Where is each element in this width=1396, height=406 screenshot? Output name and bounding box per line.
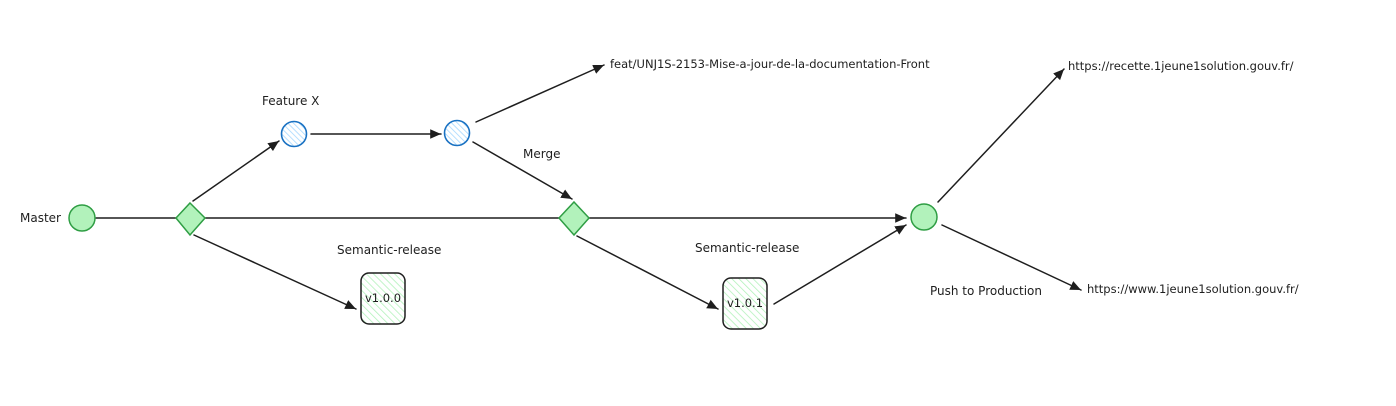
label-merge: Merge xyxy=(523,147,560,161)
master-node xyxy=(68,204,96,232)
feature-commit-node-2 xyxy=(443,119,471,147)
label-feat-branch: feat/UNJ1S-2153-Mise-a-jour-de-la-docume… xyxy=(610,57,930,71)
edge-diamond1-to-feature-node xyxy=(192,140,280,202)
label-feature: Feature X xyxy=(262,94,319,108)
tag-v101-label: v1.0.1 xyxy=(727,296,763,310)
edge-release-node-to-prod xyxy=(941,224,1082,291)
tag-v100-label: v1.0.0 xyxy=(365,291,401,305)
edge-release-node-to-recette xyxy=(937,68,1065,203)
edge-feature-node2-to-feat-branch xyxy=(475,64,605,123)
branch-diamond-1 xyxy=(175,201,207,237)
edge-diamond1-to-tag-v100 xyxy=(193,234,357,310)
edge-feature-node2-to-diamond2 xyxy=(472,141,573,200)
label-master: Master xyxy=(20,211,61,225)
label-push-to-production: Push to Production xyxy=(930,284,1042,298)
feature-commit-node-1 xyxy=(280,120,308,148)
tag-v101: v1.0.1 xyxy=(722,277,768,330)
edge-diamond2-to-tag-v101 xyxy=(576,235,719,310)
label-semantic-release-2: Semantic-release xyxy=(695,241,799,255)
merge-diamond-2 xyxy=(557,200,591,237)
edge-tag-v101-to-release-node xyxy=(773,224,907,305)
label-prod-url: https://www.1jeune1solution.gouv.fr/ xyxy=(1087,282,1299,296)
label-recette-url: https://recette.1jeune1solution.gouv.fr/ xyxy=(1068,59,1294,73)
label-semantic-release-1: Semantic-release xyxy=(337,243,441,257)
release-node xyxy=(910,203,938,231)
tag-v100: v1.0.0 xyxy=(360,272,406,325)
